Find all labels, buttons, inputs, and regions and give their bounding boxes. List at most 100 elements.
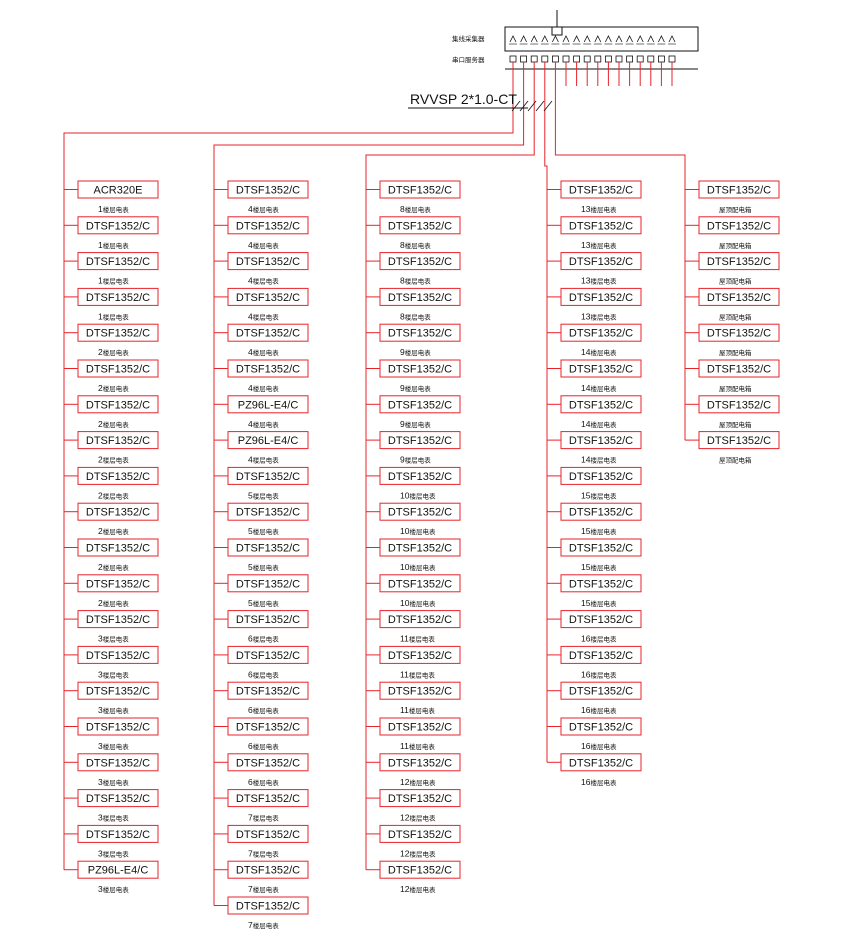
port-terminal	[594, 55, 602, 63]
port-strip	[509, 35, 676, 120]
meter-box	[560, 252, 642, 271]
meter-model-label: DTSF1352/C	[236, 865, 300, 877]
meter-model-label: DTSF1352/C	[388, 614, 452, 626]
meter-box	[698, 359, 780, 378]
port-terminal	[509, 55, 517, 63]
meter-box	[560, 359, 642, 378]
meter-model-label: DTSF1352/C	[236, 757, 300, 769]
meter-model-label: DTSF1352/C	[86, 614, 150, 626]
meter-model-label: DTSF1352/C	[569, 435, 633, 447]
bus-wires	[63, 120, 686, 906]
meter-model-label: DTSF1352/C	[569, 650, 633, 662]
meter-box	[227, 789, 309, 808]
meter-box	[77, 323, 159, 342]
meter-floor-label: 9楼层电表	[400, 455, 431, 465]
meter-box	[77, 824, 159, 843]
meter-floor-label: 3楼层电表	[98, 884, 129, 894]
meter-floor-label: 16楼层电表	[581, 669, 617, 679]
port-terminal	[573, 55, 580, 63]
meter-box	[379, 431, 461, 450]
meter-box	[77, 180, 159, 199]
meter-floor-label: 6楼层电表	[248, 669, 279, 679]
meter-model-label: DTSF1352/C	[707, 328, 771, 340]
meter-box	[227, 395, 309, 414]
meter-box	[560, 502, 642, 521]
meter-box	[379, 252, 461, 271]
meter-box	[77, 395, 159, 414]
meter-model-label: DTSF1352/C	[86, 364, 150, 376]
meter-box	[227, 753, 309, 772]
meter-box	[379, 681, 461, 700]
meter-model-label: DTSF1352/C	[569, 722, 633, 734]
meter-floor-label: 5楼层电表	[248, 562, 279, 572]
meter-floor-label: 15楼层电表	[581, 598, 617, 608]
meter-model-label: DTSF1352/C	[707, 364, 771, 376]
meter-box	[379, 538, 461, 557]
meter-box	[379, 359, 461, 378]
terminal-arrow-icon	[573, 35, 580, 43]
port-terminal	[520, 55, 527, 63]
meter-model-label: DTSF1352/C	[86, 757, 150, 769]
meter-model-label: DTSF1352/C	[388, 686, 452, 698]
meter-model-label: PZ96L-E4/C	[238, 435, 299, 447]
terminal-arrow-icon	[530, 35, 538, 43]
meter-box	[560, 466, 642, 485]
meter-box	[379, 180, 461, 199]
meter-model-label: DTSF1352/C	[388, 543, 452, 555]
meter-model-label: DTSF1352/C	[236, 829, 300, 841]
meter-model-label: DTSF1352/C	[569, 471, 633, 483]
meter-unit: DTSF1352/C 16楼层电表	[547, 645, 642, 679]
meter-floor-label: 14楼层电表	[581, 419, 617, 429]
meter-model-label: DTSF1352/C	[569, 578, 633, 590]
meter-box	[227, 645, 309, 664]
meter-floor-label: 8楼层电表	[400, 204, 431, 214]
terminal-arrow-icon	[636, 35, 644, 43]
cable-tick	[527, 100, 537, 112]
meter-floor-label: 7楼层电表	[248, 920, 279, 930]
meter-model-label: DTSF1352/C	[86, 722, 150, 734]
meter-floor-label: 11楼层电表	[400, 741, 435, 751]
terminal-arrow-icon	[552, 35, 559, 43]
cable-tick	[511, 100, 521, 112]
meter-model-label: DTSF1352/C	[388, 757, 452, 769]
meter-box	[698, 216, 780, 235]
meter-box	[77, 681, 159, 700]
meter-floor-label: 12楼层电表	[400, 884, 436, 894]
meter-model-label: DTSF1352/C	[388, 507, 452, 519]
meter-floor-label: 9楼层电表	[400, 347, 431, 357]
meter-floor-label: 2楼层电表	[98, 598, 129, 608]
meter-box	[227, 896, 309, 915]
meter-model-label: ACR320E	[94, 185, 143, 197]
meter-floor-label: 4楼层电表	[248, 311, 279, 321]
meter-floor-label: 7楼层电表	[248, 848, 279, 858]
meter-floor-label: 2楼层电表	[98, 383, 129, 393]
meter-box	[560, 323, 642, 342]
meter-floor-label: 13楼层电表	[581, 311, 617, 321]
meter-model-label: DTSF1352/C	[569, 185, 633, 197]
meter-box	[560, 538, 642, 557]
meter-floor-label: 15楼层电表	[581, 490, 617, 500]
meter-box	[77, 753, 159, 772]
meter-floor-label: 5楼层电表	[248, 490, 279, 500]
port-terminal	[605, 55, 612, 63]
